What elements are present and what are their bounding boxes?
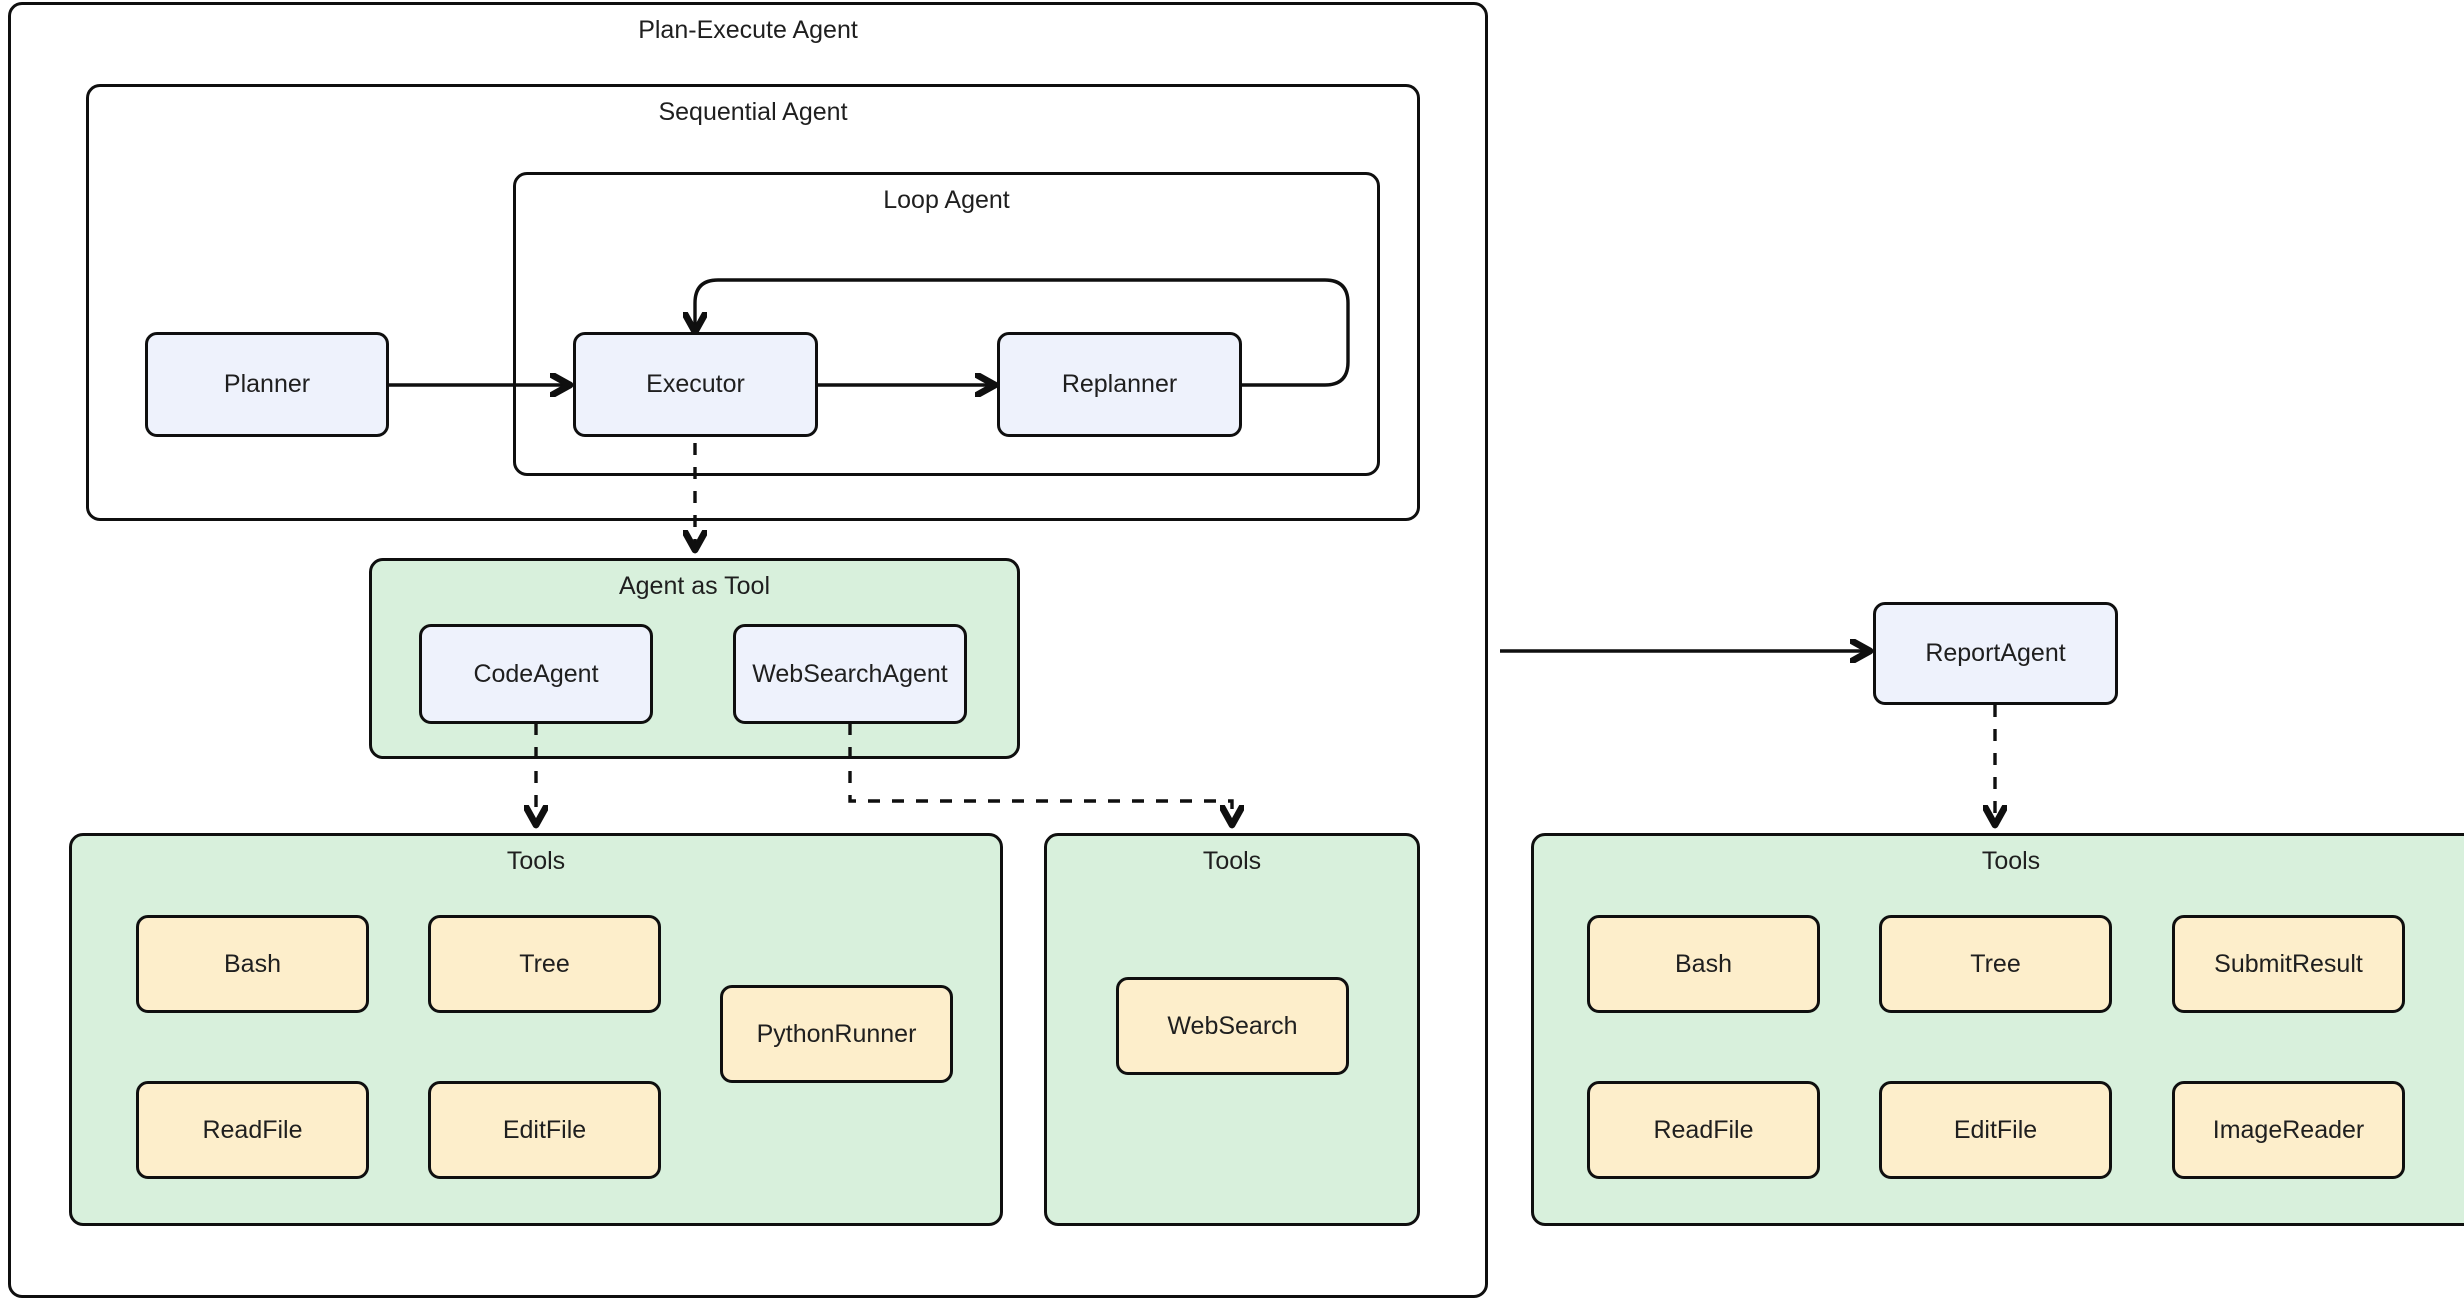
tool-chip-editfile-code[interactable]: EditFile xyxy=(428,1081,661,1179)
node-planner[interactable]: Planner xyxy=(145,332,389,437)
tool-chip-bash-report[interactable]: Bash xyxy=(1587,915,1820,1013)
tool-label: Bash xyxy=(1675,949,1732,978)
tool-chip-tree-report[interactable]: Tree xyxy=(1879,915,2112,1013)
group-title-sequential-agent: Sequential Agent xyxy=(658,98,848,126)
tool-chip-submitresult[interactable]: SubmitResult xyxy=(2172,915,2405,1013)
tool-label: WebSearch xyxy=(1167,1011,1298,1040)
tool-label: EditFile xyxy=(502,1115,587,1144)
tool-chip-pythonrunner[interactable]: PythonRunner xyxy=(720,985,953,1083)
node-code-agent[interactable]: CodeAgent xyxy=(419,624,653,724)
group-title-plan-execute-agent: Plan-Execute Agent xyxy=(638,16,858,44)
node-label-code-agent: CodeAgent xyxy=(473,659,599,688)
group-title-agent-as-tool: Agent as Tool xyxy=(618,572,771,600)
tool-chip-bash-code[interactable]: Bash xyxy=(136,915,369,1013)
node-report-agent[interactable]: ReportAgent xyxy=(1873,602,2118,705)
tool-label: ImageReader xyxy=(2212,1115,2365,1144)
node-replanner[interactable]: Replanner xyxy=(997,332,1242,437)
tool-chip-websearch[interactable]: WebSearch xyxy=(1116,977,1349,1075)
group-title-loop-agent: Loop Agent xyxy=(883,186,1010,214)
node-label-replanner: Replanner xyxy=(1061,370,1178,398)
tool-label: Tree xyxy=(1970,949,2021,978)
tool-label: ReadFile xyxy=(202,1115,303,1144)
tool-chip-readfile-report[interactable]: ReadFile xyxy=(1587,1081,1820,1179)
tool-label: EditFile xyxy=(1953,1115,2038,1144)
group-title-tools-code: Tools xyxy=(506,847,566,875)
tool-label: Tree xyxy=(519,949,570,978)
tool-label: PythonRunner xyxy=(756,1019,917,1048)
tool-label: SubmitResult xyxy=(2214,949,2363,978)
group-title-tools-report: Tools xyxy=(1981,847,2041,875)
tool-label: Bash xyxy=(224,949,281,978)
node-label-report-agent: ReportAgent xyxy=(1925,639,2066,667)
tool-chip-readfile-code[interactable]: ReadFile xyxy=(136,1081,369,1179)
node-web-search-agent[interactable]: WebSearchAgent xyxy=(733,624,967,724)
group-title-tools-websearch: Tools xyxy=(1202,847,1262,875)
node-label-planner: Planner xyxy=(223,370,311,398)
node-executor[interactable]: Executor xyxy=(573,332,818,437)
tool-chip-imagereader[interactable]: ImageReader xyxy=(2172,1081,2405,1179)
tool-chip-editfile-report[interactable]: EditFile xyxy=(1879,1081,2112,1179)
tool-chip-tree-code[interactable]: Tree xyxy=(428,915,661,1013)
node-label-executor: Executor xyxy=(646,370,745,398)
node-label-web-search-agent: WebSearchAgent xyxy=(752,659,948,688)
tool-label: ReadFile xyxy=(1653,1115,1754,1144)
